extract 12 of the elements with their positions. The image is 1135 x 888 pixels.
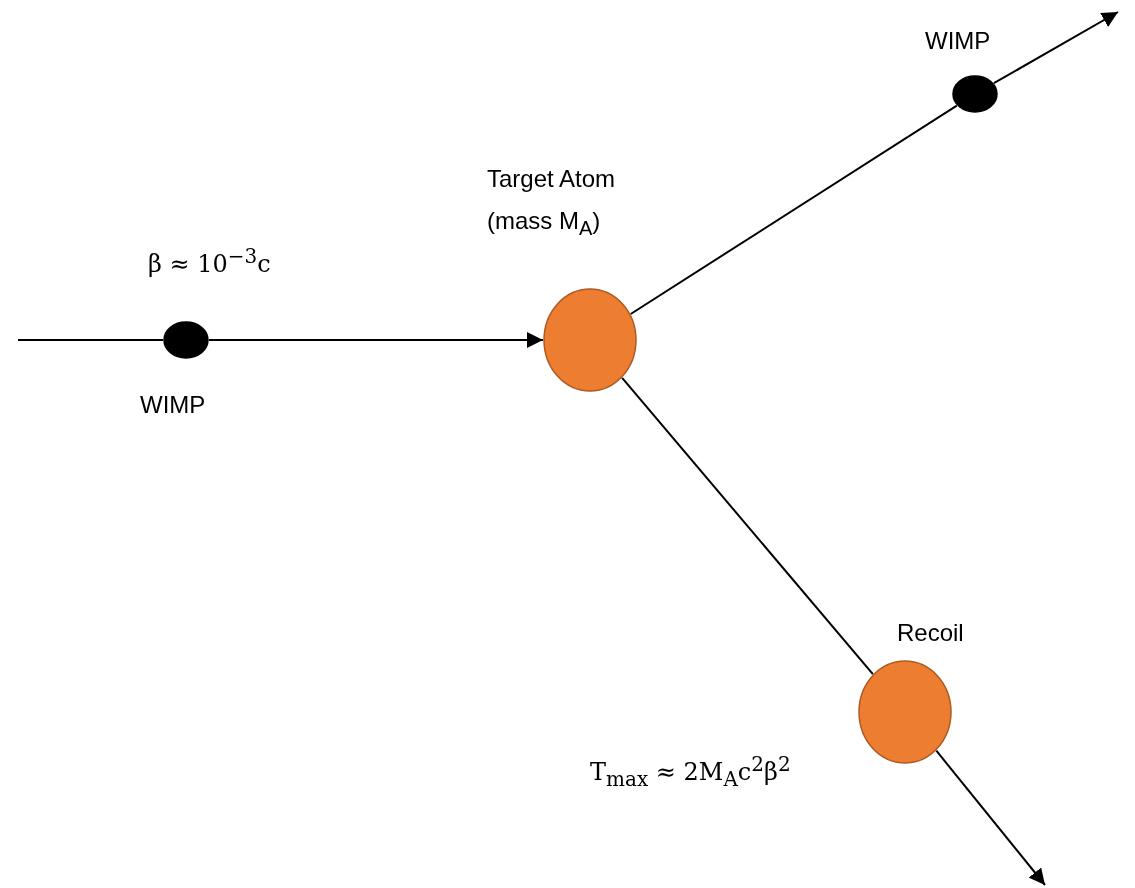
trajectory-line — [629, 104, 958, 315]
trajectory-arrow — [208, 332, 544, 348]
trajectory-arrow — [935, 749, 1046, 886]
particle-label: WIMP — [925, 26, 992, 56]
trajectory-arrow — [992, 11, 1119, 85]
trajectory-line — [621, 376, 874, 676]
particle-label: WIMP — [140, 390, 207, 420]
formula-label: T$_{max}$ ≈ 2M$_{A}$c$^{2}$β$^{2}$ — [590, 752, 791, 791]
particle-label: Target Atom (mass M$_{A}$) — [487, 164, 617, 241]
formula-label: β ≈ 10$^{−3}$c — [148, 244, 271, 278]
particle-label: Recoil — [897, 618, 965, 648]
trajectory-line — [17, 339, 164, 341]
